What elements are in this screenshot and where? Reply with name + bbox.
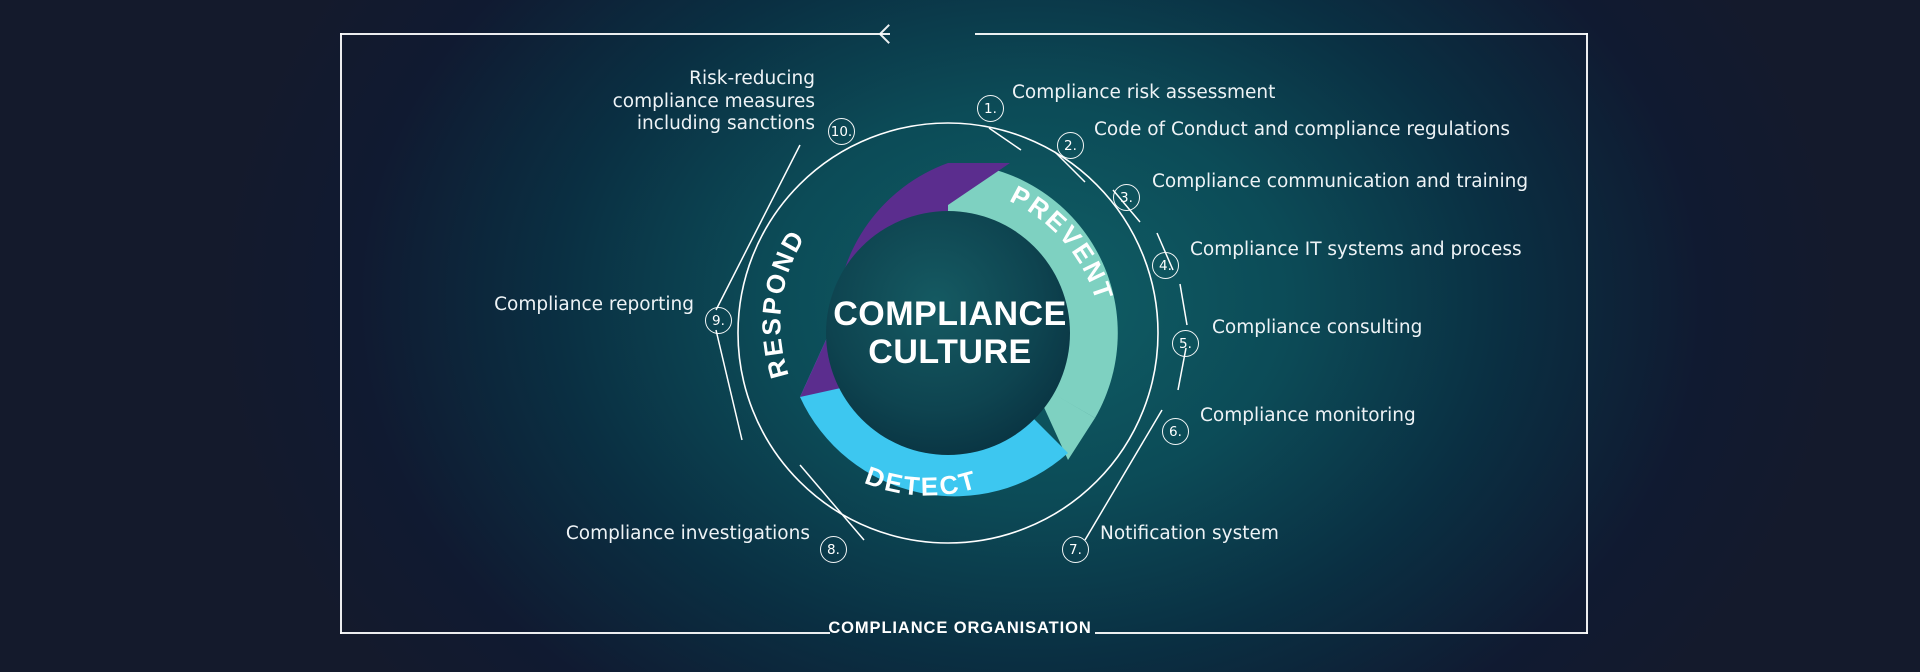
step-label-10: Risk-reducing compliance measures includ… bbox=[612, 68, 815, 135]
step-marker-8[interactable]: 8. bbox=[820, 536, 847, 563]
step-marker-7[interactable]: 7. bbox=[1062, 536, 1089, 563]
step-label-4: Compliance IT systems and process bbox=[1190, 239, 1522, 260]
center-title-line2: CULTURE bbox=[868, 333, 1032, 372]
connector-lines bbox=[715, 127, 1188, 541]
compliance-organisation-title: COMPLIANCE ORGANISATION bbox=[828, 619, 1092, 637]
step-marker-6[interactable]: 6. bbox=[1162, 418, 1189, 445]
step-marker-1[interactable]: 1. bbox=[977, 95, 1004, 122]
step-label-3: Compliance communication and training bbox=[1152, 171, 1529, 192]
center-title-line1: COMPLIANCE bbox=[833, 295, 1067, 333]
step-label-7: Notification system bbox=[1100, 523, 1279, 544]
step-label-5: Compliance consulting bbox=[1212, 317, 1423, 338]
step-marker-9[interactable]: 9. bbox=[705, 307, 732, 334]
step-label-1: Compliance risk assessment bbox=[1012, 82, 1276, 103]
center-title: COMPLIANCE CULTURE bbox=[760, 295, 1140, 371]
step-marker-4[interactable]: 4. bbox=[1152, 252, 1179, 279]
inner-disc bbox=[826, 211, 1070, 455]
step-label-8: Compliance investigations bbox=[565, 523, 810, 544]
step-marker-2[interactable]: 2. bbox=[1057, 132, 1084, 159]
step-label-9: Compliance reporting bbox=[494, 294, 694, 315]
step-marker-3[interactable]: 3. bbox=[1113, 184, 1140, 211]
step-marker-5[interactable]: 5. bbox=[1172, 330, 1199, 357]
step-label-6: Compliance monitoring bbox=[1200, 405, 1416, 426]
step-label-2: Code of Conduct and compliance regulatio… bbox=[1094, 119, 1511, 140]
step-marker-10[interactable]: 10. bbox=[828, 118, 855, 145]
outer-guide-circle bbox=[737, 122, 1159, 544]
